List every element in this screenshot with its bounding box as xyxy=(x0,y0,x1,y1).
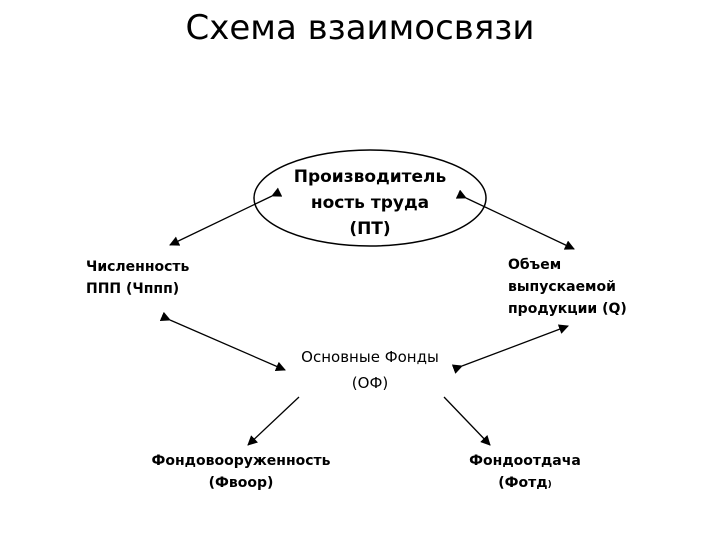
node-fotd: Фондоотдача (Фотд) xyxy=(440,450,610,496)
arrow-chislennost-of xyxy=(159,311,286,371)
node-fotd-line1: Фондоотдача xyxy=(469,453,581,469)
node-obem-line3: продукции (Q) xyxy=(508,301,627,317)
node-chislennost-line2: ППП (Чппп) xyxy=(86,281,180,297)
node-pt-line2: ность труда xyxy=(310,193,430,213)
node-fotd-line2: (Фотд) xyxy=(440,472,610,496)
node-obem-line1: Объем xyxy=(508,257,562,273)
diagram-title: Схема взаимосвязи xyxy=(185,8,535,48)
arrow-of-fotd xyxy=(443,396,491,446)
node-of: Основные Фонды (ОФ) xyxy=(270,344,470,396)
node-chislennost-line1: Численность xyxy=(86,259,190,275)
arrow-of-fvoor xyxy=(247,396,300,446)
arrow-pt-obem xyxy=(455,189,575,250)
node-of-line1: Основные Фонды xyxy=(301,348,439,366)
node-pt: Производитель ность труда (ПТ) xyxy=(250,164,490,242)
node-fotd-line2-sub: ) xyxy=(547,480,552,490)
node-fvoor: Фондовооруженность (Фвоор) xyxy=(126,450,356,494)
node-pt-line1: Производитель xyxy=(293,167,447,187)
node-pt-line3: (ПТ) xyxy=(349,219,391,239)
node-chislennost: Численность ППП (Чппп) xyxy=(86,256,286,300)
node-fvoor-line1: Фондовооруженность xyxy=(151,453,331,469)
node-obem: Объем выпускаемой продукции (Q) xyxy=(508,254,658,320)
node-obem-line2: выпускаемой xyxy=(508,279,616,295)
node-fotd-line2-main: (Фотд xyxy=(498,475,548,491)
node-fvoor-line2: (Фвоор) xyxy=(208,475,274,491)
arrow-of-obem xyxy=(451,324,569,374)
arrow-pt-chislennost xyxy=(169,187,283,246)
node-of-line2: (ОФ) xyxy=(351,374,389,392)
